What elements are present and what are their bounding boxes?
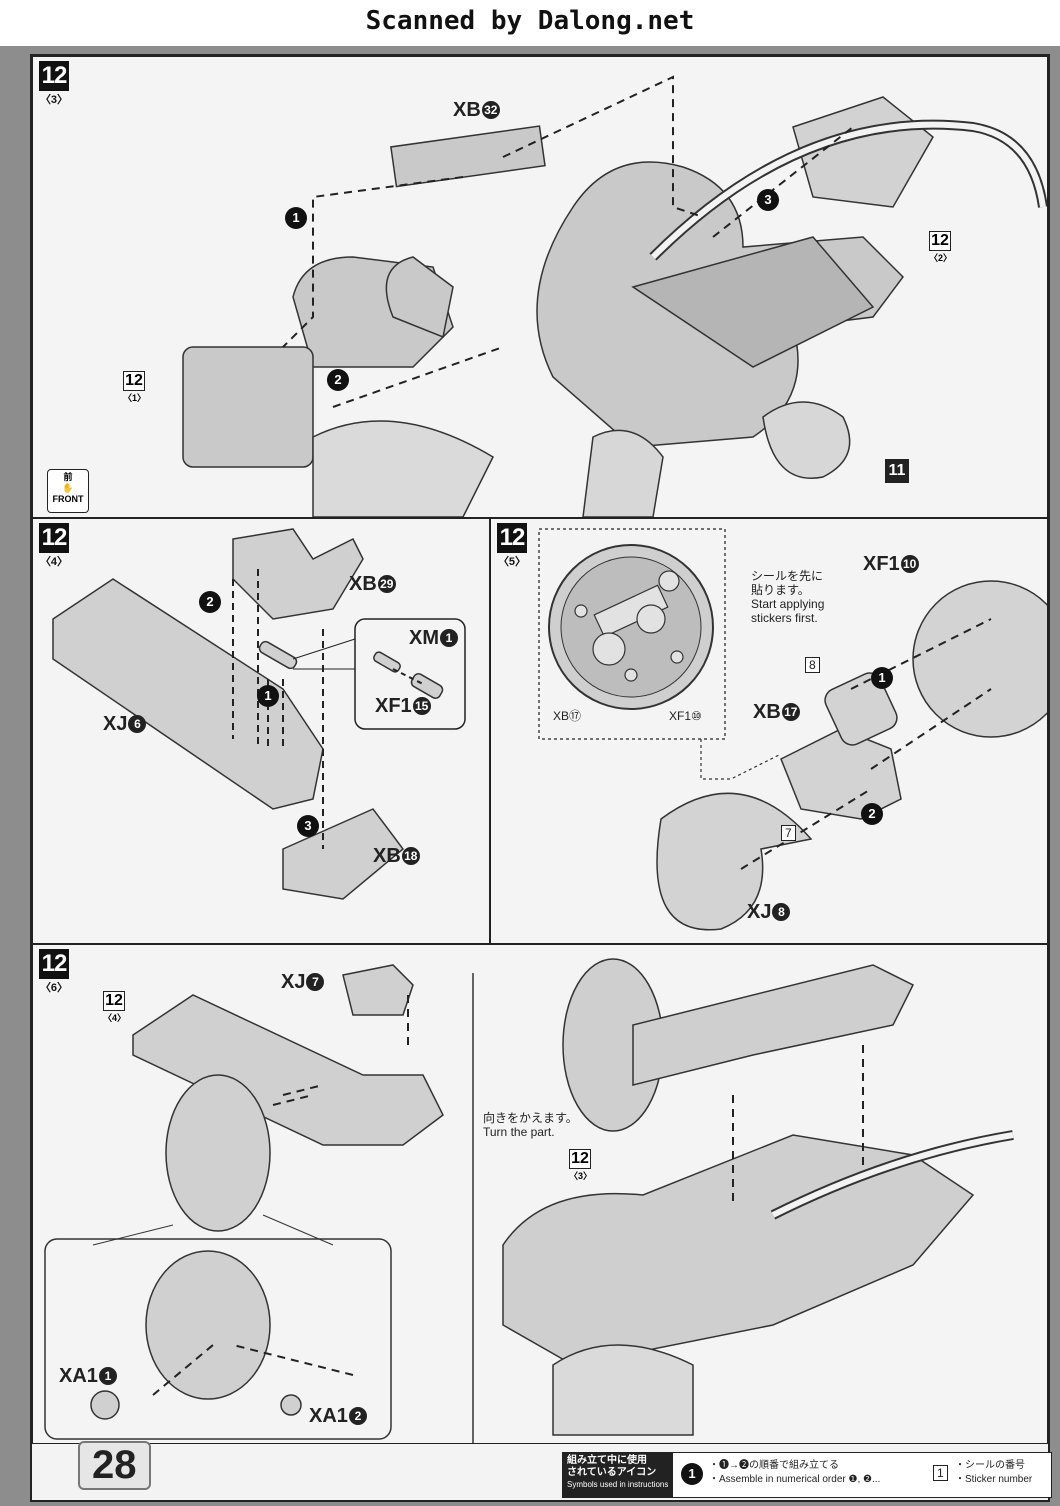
order-3-icon: 3	[297, 815, 319, 837]
ref-step-12-2: 12〈2〉	[929, 231, 953, 263]
step-number: 12〈4〉	[39, 523, 69, 568]
assembly-illustration-main	[182, 75, 1047, 517]
inset-label-xb17: XB⑰	[553, 709, 582, 723]
inset-label-xf110: XF1⑩	[669, 709, 702, 723]
icon-legend: 組み立て中に使用されているアイコン Symbols used in instru…	[562, 1452, 1052, 1498]
step-number: 12〈6〉	[39, 949, 69, 994]
page-number: 28	[78, 1441, 151, 1490]
step-number: 12〈5〉	[497, 523, 527, 568]
legend-order-text: ・❶→❷の順番で組み立てる・Assemble in numerical orde…	[709, 1460, 881, 1485]
sticker-number-7: 7	[781, 825, 796, 841]
assembly-illustration-6	[44, 958, 1014, 1443]
panel-step-12-6: 12〈6〉	[32, 944, 1048, 1444]
numerical-order-icon: 1	[681, 1463, 703, 1485]
ref-step-12-3: 12〈3〉	[569, 1149, 593, 1181]
legend-sticker-text: ・シールの番号・Sticker number	[955, 1460, 1033, 1485]
ref-step-12-1: 12〈1〉	[123, 371, 147, 403]
front-indicator-icon: 前✋FRONT	[47, 469, 89, 513]
order-2-icon: 2	[199, 591, 221, 613]
order-3-icon: 3	[757, 189, 779, 211]
sticker-number-icon: 1	[933, 1465, 948, 1481]
assembly-illustration-4	[52, 528, 466, 900]
step-number: 12〈3〉	[39, 61, 69, 106]
sticker-number-8: 8	[805, 657, 820, 673]
order-2-icon: 2	[861, 803, 883, 825]
order-1-icon: 1	[871, 667, 893, 689]
order-2-icon: 2	[327, 369, 349, 391]
assembly-illustration-5	[538, 528, 1047, 931]
order-1-icon: 1	[285, 207, 307, 229]
turn-part-note: 向きをかえます。Turn the part.	[483, 1111, 578, 1139]
panel-step-12-5: 12〈5〉 XB⑰ XF1⑩ シールを先に貼ります。	[490, 518, 1048, 944]
order-1-icon: 1	[257, 685, 279, 707]
legend-heading: 組み立て中に使用されているアイコン Symbols used in instru…	[563, 1453, 673, 1497]
scan-banner: Scanned by Dalong.net	[0, 0, 1060, 46]
ref-step-11: 11	[885, 459, 909, 483]
ref-step-12-4: 12〈4〉	[103, 991, 127, 1023]
